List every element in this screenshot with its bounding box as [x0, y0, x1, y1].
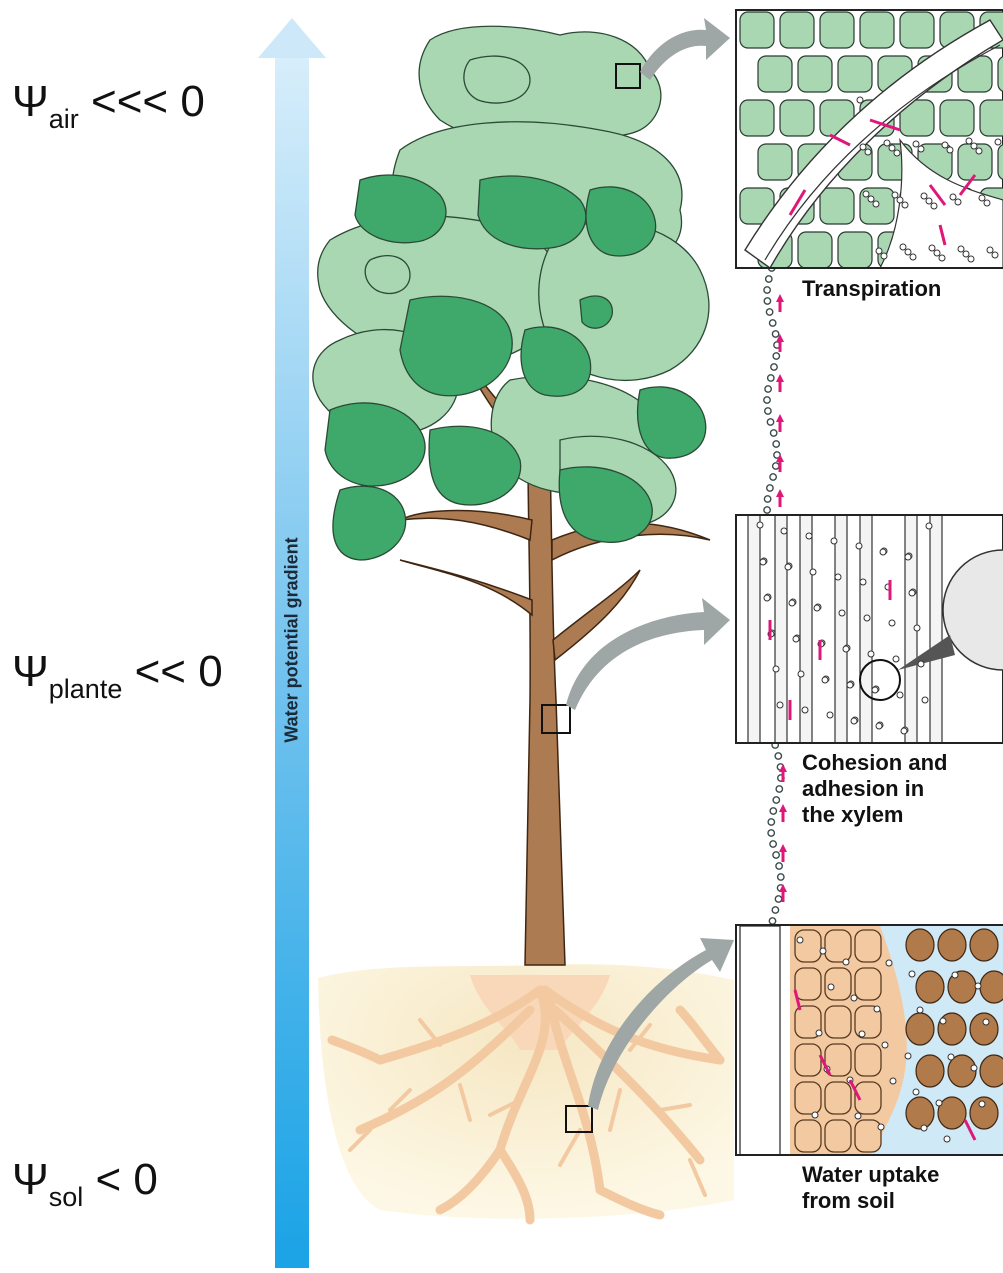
uptake-panel [736, 925, 1003, 1156]
tree-canopy [313, 26, 709, 560]
transpiration-panel [736, 10, 1003, 268]
psi-sol-label: Ψsol < 0 [12, 1158, 158, 1211]
transpiration-caption: Transpiration [802, 276, 941, 302]
gradient-label: Water potential gradient [282, 537, 303, 742]
cohesion-panel [736, 515, 1003, 745]
psi-air-label: Ψair <<< 0 [12, 80, 205, 133]
uptake-caption: Water uptake from soil [802, 1162, 939, 1214]
cohesion-caption: Cohesion and adhesion in the xylem [802, 750, 947, 828]
psi-plante-label: Ψplante << 0 [12, 650, 223, 703]
